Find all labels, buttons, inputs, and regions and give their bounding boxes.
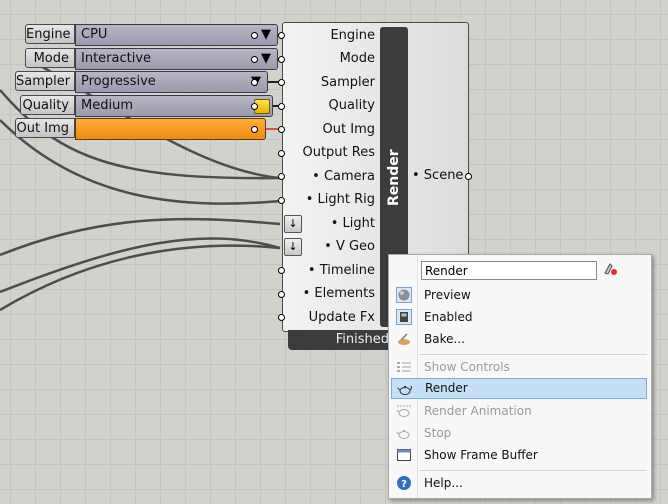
input-port-update-fx[interactable]: Update Fx xyxy=(308,310,375,325)
menu-item-label: Render xyxy=(425,381,468,395)
stop-teapot-icon xyxy=(396,425,412,441)
svg-text:?: ? xyxy=(401,479,407,490)
mode-input-dot[interactable] xyxy=(278,56,285,63)
bake-icon xyxy=(396,331,412,347)
menu-separator xyxy=(419,354,647,355)
context-menu[interactable]: Preview Enabled Bake... Show Controls Re… xyxy=(388,254,652,499)
sampler-value: Progressive xyxy=(81,74,156,89)
quality-input-dot[interactable] xyxy=(278,103,285,110)
dropdown-arrow-icon[interactable]: ▼ xyxy=(261,27,271,42)
menu-separator xyxy=(419,470,647,471)
input-port-output-res[interactable]: Output Res xyxy=(302,145,375,160)
engine-value: CPU xyxy=(81,27,108,42)
help-icon: ? xyxy=(396,475,412,491)
input-port-engine[interactable]: Engine xyxy=(330,28,375,43)
render-component-title: Render xyxy=(386,149,402,207)
elements-input-dot[interactable] xyxy=(278,291,285,298)
input-port-quality[interactable]: Quality xyxy=(328,98,375,113)
menu-item-label: Stop xyxy=(424,426,452,440)
menu-item-label: Help... xyxy=(424,476,463,490)
quality-value: Medium xyxy=(81,98,133,113)
camera-input-dot[interactable] xyxy=(278,173,285,180)
quality-preset[interactable]: Medium xyxy=(75,95,273,117)
light-rig-input-dot[interactable] xyxy=(278,197,285,204)
input-port-camera[interactable]: • Camera xyxy=(312,169,375,184)
input-port-sampler[interactable]: Sampler xyxy=(320,75,375,90)
wire-vgeo xyxy=(0,244,281,312)
input-port-light-rig[interactable]: • Light Rig xyxy=(305,192,375,207)
menu-item-enabled[interactable]: Enabled xyxy=(391,307,647,328)
preview-sphere-icon xyxy=(396,287,412,303)
menu-item-label: Bake... xyxy=(424,332,465,346)
menu-item-render-animation: Render Animation xyxy=(391,401,647,422)
engine-input-dot[interactable] xyxy=(278,32,285,39)
menu-item-show-controls: Show Controls xyxy=(391,357,647,378)
input-port-timeline[interactable]: • Timeline xyxy=(307,263,375,278)
status-tab: Finished xyxy=(288,330,393,350)
mode-output-dot[interactable] xyxy=(251,56,258,63)
menu-item-stop: Stop xyxy=(391,423,647,444)
quality-label: Quality xyxy=(20,95,75,115)
mode-label: Mode xyxy=(25,48,75,68)
show-controls-icon xyxy=(396,359,412,375)
engine-dropdown[interactable]: CPU ▼ xyxy=(75,24,278,46)
component-name-input[interactable] xyxy=(421,261,597,280)
quality-output-dot[interactable] xyxy=(251,103,258,110)
scene-output-dot[interactable] xyxy=(465,173,472,180)
enabled-icon xyxy=(396,309,412,325)
update-fx-input-dot[interactable] xyxy=(278,314,285,321)
input-port-mode[interactable]: Mode xyxy=(339,51,375,66)
apply-name-icon[interactable] xyxy=(601,261,619,279)
sampler-input-dot[interactable] xyxy=(278,79,285,86)
menu-item-label: Preview xyxy=(424,288,471,302)
engine-label: Engine xyxy=(25,24,75,44)
menu-item-render[interactable]: Render xyxy=(391,378,647,399)
input-port-elements[interactable]: • Elements xyxy=(302,286,375,301)
menu-item-help[interactable]: ? Help... xyxy=(391,473,647,494)
flatten-icon[interactable]: ↓ xyxy=(284,238,302,256)
wire-light xyxy=(0,217,281,257)
sampler-output-dot[interactable] xyxy=(251,79,258,86)
menu-item-label: Render Animation xyxy=(424,404,532,418)
menu-item-show-frame-buffer[interactable]: Show Frame Buffer xyxy=(391,445,647,466)
input-port-out-img[interactable]: Out Img xyxy=(322,122,375,137)
out-img-input-dot[interactable] xyxy=(278,126,285,133)
wire-vgeo-2 xyxy=(0,237,281,294)
out-img-output-dot[interactable] xyxy=(251,126,258,133)
timeline-input-dot[interactable] xyxy=(278,267,285,274)
mode-value: Interactive xyxy=(81,51,152,66)
teapot-icon xyxy=(397,381,413,397)
flatten-icon[interactable]: ↓ xyxy=(284,215,302,233)
input-port-light[interactable]: • Light xyxy=(330,216,375,231)
mode-dropdown[interactable]: Interactive ▼ xyxy=(75,48,278,70)
menu-item-preview[interactable]: Preview xyxy=(391,285,647,306)
animation-teapot-icon xyxy=(396,403,412,419)
out-img-color-swatch[interactable] xyxy=(75,118,266,140)
frame-buffer-icon xyxy=(396,447,412,463)
render-component[interactable]: Render Engine Mode Sampler Quality Out I… xyxy=(282,22,469,332)
wire-light-rig xyxy=(0,119,281,205)
sampler-dropdown[interactable]: Progressive ▼ xyxy=(75,71,268,93)
output-res-input-dot[interactable] xyxy=(278,150,285,157)
input-port-v-geo[interactable]: • V Geo xyxy=(324,239,375,254)
output-port-scene[interactable]: • Scene xyxy=(412,168,464,183)
sampler-label: Sampler xyxy=(15,71,75,91)
menu-item-bake[interactable]: Bake... xyxy=(391,329,647,350)
menu-item-label: Enabled xyxy=(424,310,473,324)
menu-item-label: Show Frame Buffer xyxy=(424,448,538,462)
engine-output-dot[interactable] xyxy=(251,32,258,39)
menu-item-label: Show Controls xyxy=(424,360,510,374)
dropdown-arrow-icon[interactable]: ▼ xyxy=(261,51,271,66)
out-img-label: Out Img xyxy=(15,118,75,138)
